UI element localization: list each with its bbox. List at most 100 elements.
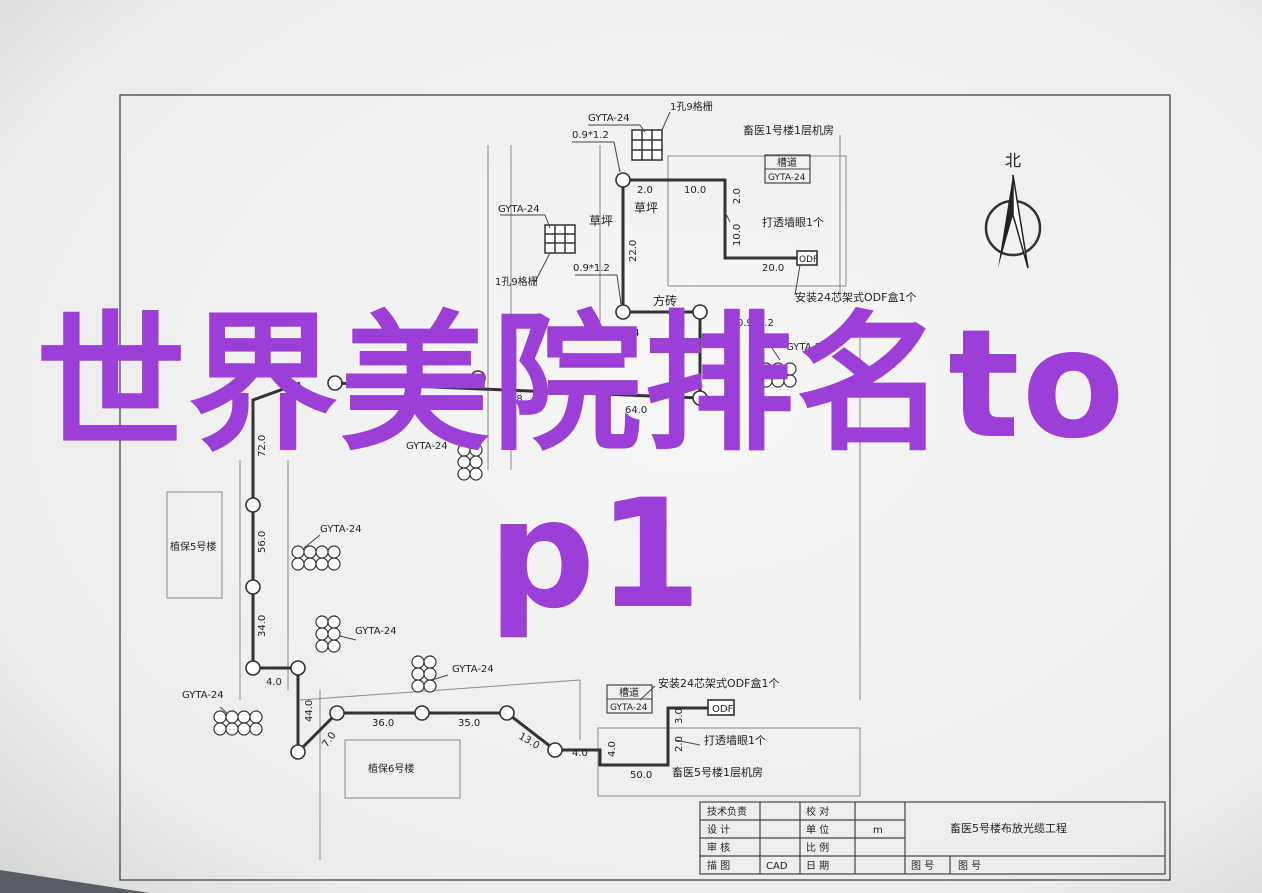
odf-box-top [796,250,818,266]
odf-label-bottom: ODF [712,704,734,715]
dist: 20.0 [762,263,784,274]
leader-lines [219,111,801,746]
dist: 50.0 [630,770,652,781]
dist: 3.0 [674,708,685,724]
gyta-label: GYTA-24 [588,113,630,124]
tb-draft: 描 图 [707,859,730,872]
dist: 2.0 [732,188,743,204]
pipe-bundle [759,362,797,388]
tb-project-name: 畜医5号楼布放光缆工程 [950,821,1067,835]
trough-gyta-bottom: GYTA-24 [610,703,648,713]
trough-gyta-top: GYTA-24 [768,173,806,183]
gyta-label: GYTA-24 [498,204,540,215]
dist: 44.0 [304,700,315,722]
dist: 2.0 [637,185,653,196]
dist: 28. [510,394,526,405]
dist: 10.0 [732,224,743,246]
pipe-bundle [213,710,263,736]
route-nodes [245,172,708,760]
manhole-node [329,705,345,721]
dist: 36.0 [372,718,394,729]
dist: 56.0 [257,531,268,553]
building-outlines [166,135,861,860]
manhole-node [245,660,261,676]
pipe-label: 0.9*1.2 [737,318,774,329]
building-label-left-bottom: 植保6号楼 [368,762,414,775]
gyta-label: GYTA-24 [786,342,828,353]
grille-top [631,129,663,161]
pipe-bundle [291,545,341,571]
tb-design: 设 计 [707,823,730,836]
trough-box-bottom [606,684,653,714]
gyta-label: GYTA-24 [452,664,494,675]
tb-scale: 比 例 [806,841,829,854]
dist: 34.0 [257,615,268,637]
north-arrow [984,174,1042,269]
manhole-node [327,375,343,391]
overlay-caption-line1: 世界美院排名to [36,298,1127,472]
dist: 64.0 [625,405,647,416]
trough-label-bottom: 槽道 [619,686,639,699]
gyta-label: GYTA-24 [182,690,224,701]
tb-proofread: 校 对 [806,805,829,818]
trough-label-top: 槽道 [777,156,797,169]
overlay-caption-line2: p1 [488,468,704,642]
manhole-node [290,744,306,760]
dist: 2.0 [674,736,685,752]
manhole-node [692,390,708,406]
odf-install-label-top: 安装24芯架式ODF盒1个 [795,290,916,304]
dist: 22.0 [628,240,639,262]
dist: 4.0 [572,748,588,759]
manhole-node [615,304,631,320]
tb-date: 日 期 [806,860,829,872]
dist: 72.0 [257,435,268,457]
manhole-node [499,705,515,721]
manhole-node [615,172,631,188]
grid9-label: 1孔9格栅 [495,275,538,288]
building-label-left-mid: 植保5号楼 [170,540,216,553]
dist: 4.0 [607,741,618,757]
title-block [699,801,1166,875]
manhole-node [290,660,306,676]
manhole-node [470,370,486,386]
tb-drawing-no-value: 图 号 [958,860,981,872]
area-label-grass2: 草坪 [634,201,658,215]
text-layer: 北 畜医1号楼1层机房 畜医5号楼1层机房 植保5号楼 植保6号楼 草坪 草坪 … [170,100,1067,872]
dist: 4.0 [266,677,282,688]
pipe-bundle [457,443,483,481]
gyta-label: GYTA-24 [406,441,448,452]
building-label-top-right: 畜医1号楼1层机房 [743,123,834,137]
pipe-bundle [315,615,341,653]
odf-box-bottom [707,699,735,716]
building-label-bottom-right: 畜医5号楼1层机房 [672,765,763,779]
gyta-label: GYTA-24 [598,328,640,339]
grid9-label: 1孔9格栅 [670,100,713,113]
tb-unit: 单 位 [806,823,829,836]
area-label-grass1: 草坪 [589,214,613,228]
manhole-node [245,497,261,513]
pipe-bundles [213,362,797,736]
gyta-label: GYTA-24 [355,626,397,637]
unit-m: m [873,825,883,836]
tb-cad: CAD [766,861,788,872]
dist: 10.0 [684,185,706,196]
pipe-bundle [411,655,437,693]
wall-label-bottom: 打透墙眼1个 [704,733,766,747]
tb-drawing-no: 图 号 [911,860,934,872]
manhole-node [692,304,708,320]
tb-tech-lead: 技术负责 [707,805,747,818]
north-label: 北 [1005,151,1021,170]
tb-review: 审 核 [707,841,730,854]
manhole-node [547,742,563,758]
drawing-frame [119,94,1171,881]
dist: 35.0 [458,718,480,729]
grille-left [544,224,576,254]
pipe-label: 0.9*1.2 [573,263,610,274]
area-label-brick: 方砖 [653,293,677,308]
trough-box-top [764,154,811,184]
pipe-label: 0.9*1.2 [572,130,609,141]
odf-install-label-bottom: 安装24芯架式ODF盒1个 [658,676,779,690]
